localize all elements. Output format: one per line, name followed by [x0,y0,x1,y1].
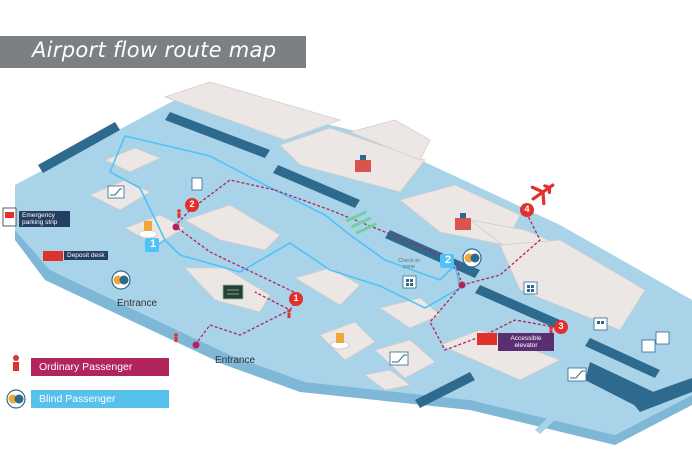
entrance-bottom-label: Entrance [215,355,256,366]
route-nodes [172,223,466,349]
ordinary-marker-3-number: 3 [558,321,564,331]
blind-icon [462,248,482,268]
title-bar: Airport flow route map [0,36,306,68]
legend-ordinary-icon [13,355,19,371]
person-icon [174,209,553,342]
escalator-icon [567,367,587,382]
check-in-gates [345,210,377,235]
blind-marker-1 [145,238,159,252]
map-title: Airport flow route map [32,38,277,62]
blind-marker-2 [440,254,454,268]
luggage-icon [455,213,471,230]
airplane-icon [530,183,555,206]
entrance-arrow-bottom [240,334,270,356]
legend-ordinary-passenger: Ordinary Passenger [31,358,169,376]
ordinary-marker-1-number: 1 [293,293,299,303]
blind-icon [111,270,131,290]
blind-route [108,135,461,309]
ordinary-marker-2 [185,198,199,212]
elevator-icon [523,281,538,295]
entrance-left-label: Entrance [117,298,158,309]
deposit-desk-label: Deposit desk [64,251,108,260]
blind-marker-1-number: 1 [149,238,157,250]
entrance-arrow-left [135,266,168,294]
elevator-icon [402,275,417,289]
accessible-elevator-label: Accessible elevator [498,333,554,351]
emergency-parking-label: Emergency parking strip [19,211,70,227]
ordinary-marker-1 [289,292,303,306]
legend-blind-icon [6,389,26,409]
accessible-icon [477,333,497,345]
deposit-icon [43,251,63,261]
escalator-icon [107,185,125,199]
elevator-icon [641,331,670,353]
ordinary-marker-4-number: 4 [524,204,530,214]
info-desk-icon [330,333,350,350]
ordinary-marker-3 [554,320,568,334]
ordinary-marker-2-number: 2 [189,199,195,209]
elevator-icon [593,317,608,331]
exit-arrow [535,398,572,434]
screen-icon [222,284,244,300]
elevator-icon [191,177,203,191]
ordinary-marker-4 [520,203,534,217]
check-in-zone-label: Check-in zone [398,258,420,270]
blind-marker-2-number: 2 [444,254,452,266]
escalator-icon [389,351,409,366]
luggage-icon [355,155,371,172]
emergency-icon [2,207,17,227]
legend-blind-passenger: Blind Passenger [31,390,169,408]
gate-rows [38,112,692,412]
